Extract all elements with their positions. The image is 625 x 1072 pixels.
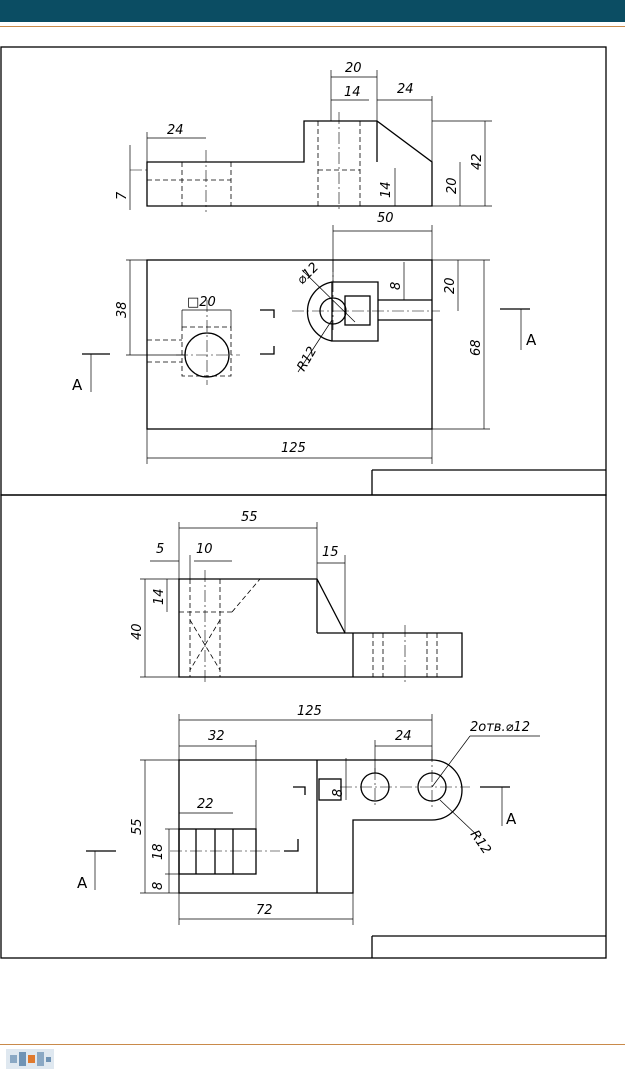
dim-22: 22 (197, 797, 214, 812)
frame-2 (0, 494, 607, 959)
dim-68: 68 (469, 339, 484, 356)
drawing1-front-view: 20 14 24 24 7 14 20 42 (115, 61, 492, 212)
dim-20-top: 20 (345, 61, 362, 76)
dim-50: 50 (377, 211, 394, 226)
header-divider (0, 26, 625, 27)
dim-24-left: 24 (167, 123, 184, 138)
dim-38: 38 (115, 301, 130, 318)
dim-24-right: 24 (397, 82, 414, 97)
dim-diameter-12: ⌀12 (294, 260, 322, 288)
dim-72: 72 (256, 903, 273, 918)
footer-divider (0, 1044, 625, 1045)
dim-20-top-view: 20 (443, 277, 458, 294)
dim-10: 10 (196, 542, 213, 557)
dim-square-20: □20 (187, 295, 216, 310)
dim-14-vertical: 14 (379, 181, 394, 198)
dim-125-top-view: 125 (281, 441, 306, 456)
publisher-logo-icon (6, 1049, 54, 1069)
dim-14-front2: 14 (152, 588, 167, 605)
dim-40: 40 (130, 623, 145, 640)
dim-125-front2: 125 (297, 704, 322, 719)
section-label-a-left-2: A (77, 874, 88, 892)
header-bar (0, 0, 625, 22)
dim-15: 15 (322, 545, 339, 560)
dim-42: 42 (470, 153, 485, 170)
section-label-a-right: A (526, 331, 537, 349)
dim-8-bottom: 8 (151, 882, 166, 890)
drawing2-front-view: 55 5 10 15 14 40 (130, 510, 463, 682)
dim-32: 32 (208, 729, 225, 744)
section-label-a-right-2: A (506, 810, 517, 828)
dim-8-slot: 8 (331, 789, 346, 797)
dim-18: 18 (151, 843, 166, 860)
dim-20-vertical: 20 (445, 177, 460, 194)
drawing2-top-view: A A 125 32 24 2отв.⌀12 8 22 55 18 8 R12 (77, 704, 540, 925)
dim-55-top2: 55 (130, 818, 145, 835)
dim-55-front: 55 (241, 510, 258, 525)
section-label-a-left: A (72, 376, 83, 394)
dim-two-holes-12: 2отв.⌀12 (470, 720, 530, 735)
dim-5: 5 (156, 542, 164, 557)
drawing1-top-view: A A 50 ⌀12 8 20 38 □20 R12 68 125 (72, 211, 537, 464)
dim-r12-top2: R12 (467, 828, 494, 858)
dim-8-top-view: 8 (389, 282, 404, 290)
dim-14-top: 14 (344, 85, 361, 100)
dim-r12-top-view: R12 (294, 344, 320, 374)
dim-24-top2: 24 (395, 729, 412, 744)
dim-7: 7 (115, 191, 130, 200)
